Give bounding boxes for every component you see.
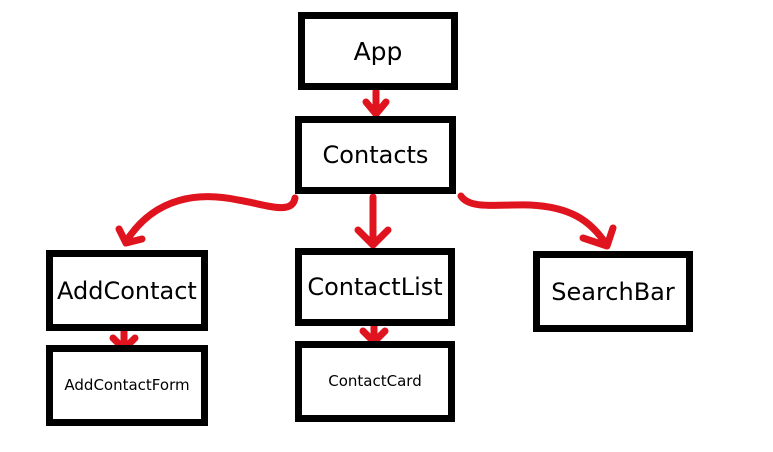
node-label: ContactList [307, 273, 443, 301]
node-label: SearchBar [551, 277, 675, 306]
node-contactcard: ContactCard [295, 341, 455, 422]
node-label: AddContactForm [64, 376, 190, 394]
edge-contacts-addcontact [115, 193, 299, 247]
edge-app-contacts [362, 87, 390, 118]
node-contacts: Contacts [295, 116, 456, 194]
node-searchbar: SearchBar [533, 251, 693, 332]
node-label: Contacts [322, 141, 429, 169]
node-label: ContactCard [328, 372, 422, 390]
node-addcontactform: AddContactForm [46, 345, 208, 426]
node-addcontact: AddContact [46, 250, 208, 331]
node-label: App [353, 36, 403, 66]
node-contactlist: ContactList [295, 248, 455, 326]
edge-contacts-contactlist [354, 193, 392, 249]
edge-contacts-searchbar [457, 192, 617, 250]
node-app: App [298, 12, 458, 90]
node-label: AddContact [57, 276, 197, 305]
